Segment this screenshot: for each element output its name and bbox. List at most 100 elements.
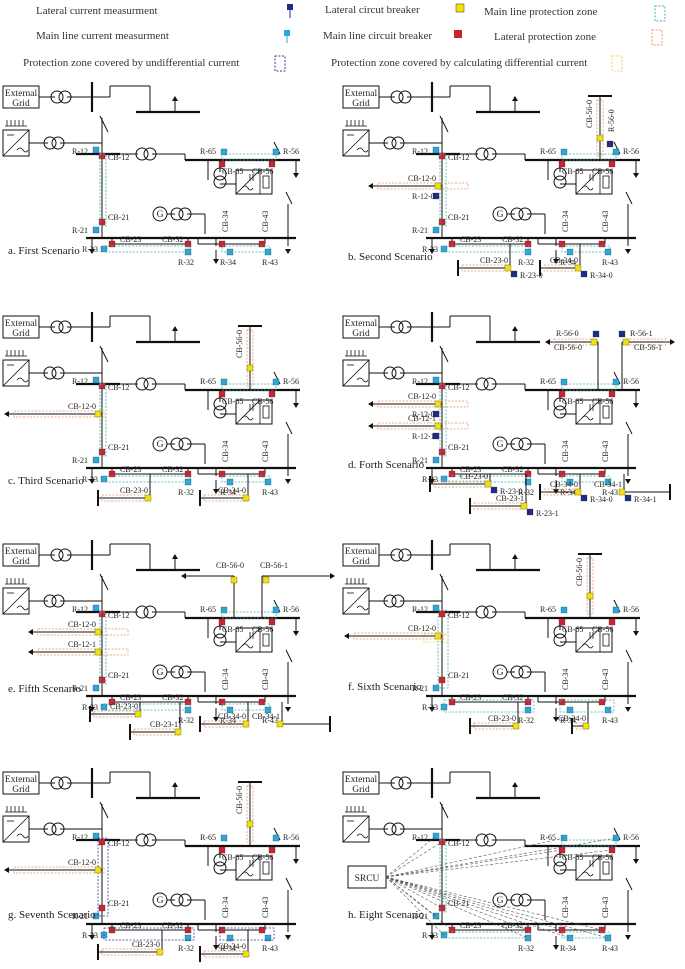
label: CB-21: [448, 443, 469, 452]
lateral-cb: [520, 502, 528, 510]
label: R-12: [412, 377, 428, 386]
cb-21: [98, 676, 106, 684]
label: CB-23: [120, 465, 141, 474]
label: R-21: [412, 456, 428, 465]
label: R-65: [200, 605, 216, 614]
label: Grid: [352, 557, 370, 567]
label: Grid: [12, 99, 30, 109]
load-arrow-icon: [545, 339, 550, 345]
label: CB-56: [592, 397, 613, 406]
label: CB-56-1: [634, 343, 662, 352]
scenario-panel-7: ExternalGridGCB-12R-12CB-21R-21CB-23R-23…: [2, 768, 300, 962]
cb-32: [184, 470, 192, 478]
lateral-cb: [434, 632, 442, 640]
label: R-21: [72, 456, 88, 465]
r-21: [92, 912, 100, 920]
label: CB-43: [261, 669, 270, 690]
label: Grid: [352, 785, 370, 795]
label: CB-23: [120, 235, 141, 244]
ac-symbol: [241, 185, 254, 191]
ac-symbol: [581, 643, 594, 649]
label: CB-23: [120, 693, 141, 702]
label: R-65: [540, 833, 556, 842]
cb-21: [438, 676, 446, 684]
lateral-meas: [432, 192, 440, 200]
scenario-panel-6: ExternalGridGCB-12R-12CB-21R-21CB-23R-23…: [342, 540, 640, 734]
ac-symbol: [241, 871, 254, 877]
wire: [439, 573, 449, 591]
transformer-icon: [475, 377, 489, 391]
r-21: [432, 912, 440, 920]
label: CB-65: [222, 167, 243, 176]
zone-12-21: [99, 153, 107, 227]
load-arrow-icon: [28, 649, 33, 655]
label: R-32: [178, 488, 194, 497]
r-32: [184, 248, 192, 256]
lateral-zone: [433, 480, 491, 488]
label: R-32: [518, 944, 534, 953]
wire: [439, 801, 449, 819]
label: R-56: [623, 147, 639, 156]
zone-23-32: [443, 245, 531, 253]
cb-56: [268, 618, 276, 626]
transformer-icon: [510, 437, 524, 451]
label: CB-12: [448, 611, 469, 620]
transformer-icon: [390, 548, 404, 562]
cb-12: [438, 610, 446, 618]
load-arrow-icon: [625, 935, 631, 940]
lateral-zone: [586, 557, 594, 615]
label: R-34: [220, 944, 236, 953]
r-65: [220, 148, 228, 156]
wire: [99, 345, 109, 363]
label: CB-21: [448, 899, 469, 908]
label: CB-65: [562, 167, 583, 176]
r-12: [432, 604, 440, 612]
zone-12-21: [99, 611, 107, 685]
label: R-65: [200, 377, 216, 386]
cb-65: [218, 618, 226, 626]
wire: [385, 876, 453, 931]
cb-32: [524, 470, 532, 478]
label: CB-12-0: [68, 402, 96, 411]
label: R-34: [560, 716, 576, 725]
lateral-cb: [484, 480, 492, 488]
load-arrow-icon: [28, 629, 33, 635]
zone-34-43: [221, 245, 271, 253]
label: CB-56-0: [575, 558, 584, 586]
label: CB-43: [261, 211, 270, 232]
r-65: [220, 606, 228, 614]
lateral-meas: [580, 494, 588, 502]
transformer-icon: [43, 594, 57, 608]
lateral-meas: [432, 410, 440, 418]
label: CB-12: [448, 153, 469, 162]
inverter-battery-icon: [235, 399, 273, 425]
wire: [385, 849, 563, 878]
cb-65: [218, 390, 226, 398]
label: CB-65: [222, 853, 243, 862]
transformer-icon: [213, 633, 227, 647]
cb-56: [268, 390, 276, 398]
label: CB-23-0: [132, 940, 160, 949]
label: CB-23: [120, 921, 141, 930]
r-65: [560, 378, 568, 386]
inverter-battery-icon: [575, 399, 613, 425]
battery-icon: [602, 633, 610, 647]
transformer-icon: [170, 437, 184, 451]
ac-symbol: [16, 833, 29, 839]
load-arrow-icon: [553, 259, 559, 264]
transformer-icon: [383, 822, 397, 836]
wire: [385, 841, 443, 878]
label: CB-32: [162, 465, 183, 474]
label: CB-43: [261, 441, 270, 462]
cb-34: [558, 698, 566, 706]
label: External: [345, 775, 378, 785]
label: R-43: [602, 258, 618, 267]
cb-23: [448, 240, 456, 248]
lateral-cb: [622, 338, 630, 346]
transformer-icon: [553, 405, 567, 419]
zone-65-56: [561, 383, 617, 391]
lateral-zone: [37, 628, 129, 636]
transformer-icon: [135, 147, 149, 161]
load-arrow-icon: [181, 573, 186, 579]
label: R-12: [72, 833, 88, 842]
